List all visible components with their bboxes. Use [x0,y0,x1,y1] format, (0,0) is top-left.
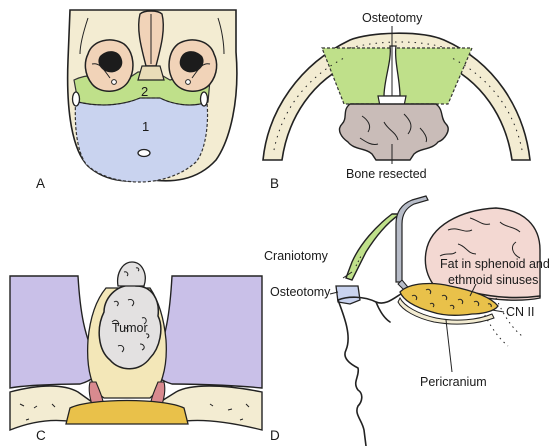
right-orbit [168,39,218,92]
panel-label-c: C [36,428,46,443]
craniotomy-flap [345,213,403,281]
label-osteotomy-d: Osteotomy [270,285,331,299]
label-bone-resected: Bone resected [346,167,427,181]
left-foramen [71,91,81,107]
label-tumor: Tumor [112,321,148,335]
brain-retractor [395,195,429,283]
label-fat-line1: Fat in sphenoid and [440,257,550,271]
panel-label-b: B [270,176,279,191]
right-foramen [199,91,209,107]
sinus-fat [399,282,499,316]
pericranium-flap [397,296,495,325]
label-pericranium: Pericranium [420,375,487,389]
panel-c: Tumor C [9,261,263,443]
lower-foramen [137,148,151,158]
label-cn-ii: CN II [506,305,534,319]
panel-d: Craniotomy Osteotomy Fat in sphenoid and… [264,195,550,446]
panel-a: 2 1 A [36,9,238,191]
label-osteotomy-b: Osteotomy [362,11,423,25]
label-craniotomy: Craniotomy [264,249,329,263]
panel-b: Osteotomy Bone resected B [262,11,531,191]
region-number-1: 1 [142,119,149,134]
label-fat-line2: ethmoid sinuses [448,273,538,287]
region-number-2: 2 [141,84,148,99]
left-orbit [84,39,134,92]
brain [424,207,541,301]
right-frontal-lobe [152,275,263,389]
panel-label-d: D [270,428,280,443]
face-profile [337,299,367,446]
panel-label-a: A [36,176,45,191]
resected-bone [338,103,449,161]
left-frontal-lobe [9,275,100,389]
resection-region-1 [74,93,209,183]
tumor [98,261,162,370]
osteotomy-piece [335,285,361,305]
